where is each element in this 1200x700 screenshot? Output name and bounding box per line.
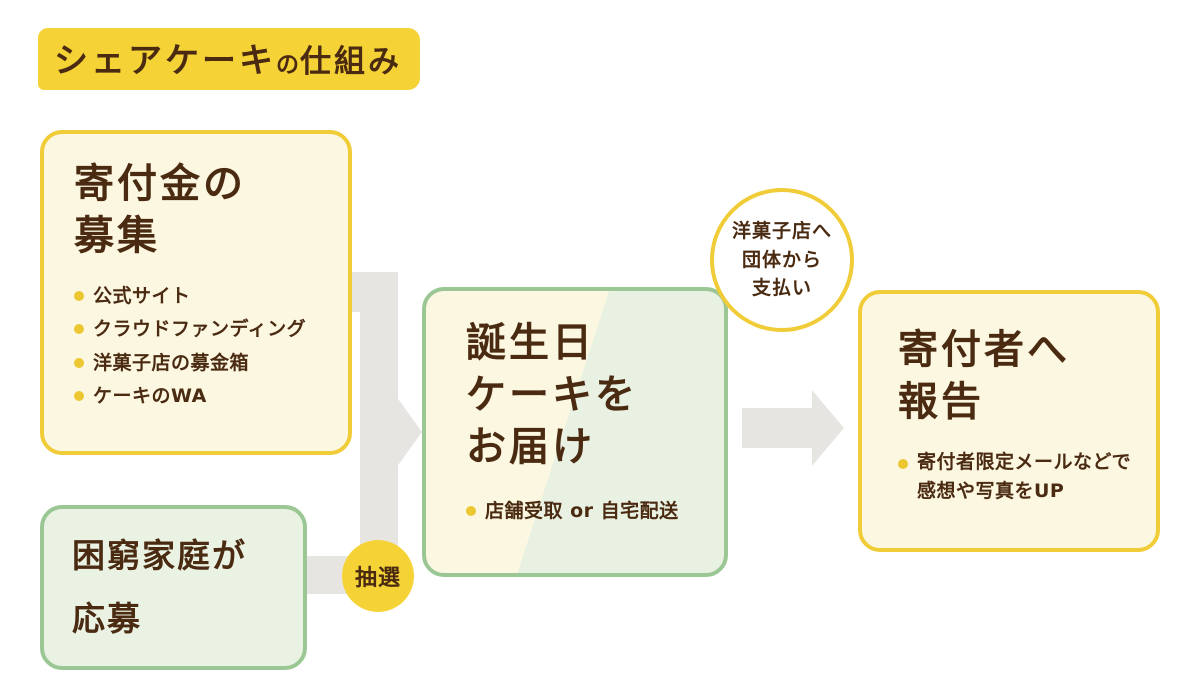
payment-badge-line3: 支払い bbox=[751, 277, 812, 300]
list-item: ケーキのWA bbox=[74, 380, 328, 413]
page-title-main: シェアケーキ bbox=[54, 41, 276, 81]
list-item: 寄付者限定メールなどで感想や写真をUP bbox=[898, 448, 1150, 507]
payment-badge: 洋菓子店へ 団体から 支払い bbox=[710, 188, 854, 332]
applicants-title-line2: 応募 bbox=[72, 598, 142, 638]
arrowhead-to-delivery-icon bbox=[396, 396, 422, 468]
delivery-title-line3: お届け bbox=[466, 424, 595, 470]
list-item: 洋菓子店の募金箱 bbox=[74, 347, 328, 380]
donation-item-label: ケーキのWA bbox=[93, 384, 207, 407]
payment-badge-line1: 洋菓子店へ bbox=[731, 220, 832, 243]
delivery-title-line2: ケーキを bbox=[466, 372, 638, 418]
payment-badge-line2: 団体から bbox=[741, 248, 822, 271]
page-title-particle: の bbox=[276, 52, 300, 78]
report-title-line2: 報告 bbox=[898, 379, 984, 425]
delivery-box-title: 誕生日 ケーキを お届け bbox=[466, 317, 724, 473]
donation-item-label: 公式サイト bbox=[93, 285, 191, 307]
delivery-bullet-list: 店舗受取 or 自宅配送 bbox=[466, 495, 724, 528]
lottery-badge: 抽選 bbox=[342, 540, 414, 612]
list-item: 店舗受取 or 自宅配送 bbox=[466, 495, 724, 528]
connector-delivery-to-report bbox=[742, 408, 814, 448]
bullet-dot-icon bbox=[74, 324, 84, 335]
delivery-title-line1: 誕生日 bbox=[466, 320, 595, 366]
page-title: シェアケーキ の 仕組み bbox=[38, 28, 420, 90]
bullet-dot-icon bbox=[74, 291, 84, 301]
bullet-dot-icon bbox=[898, 459, 908, 469]
report-title-line1: 寄付者へ bbox=[898, 327, 1070, 373]
donation-item-label: 洋菓子店の募金箱 bbox=[93, 351, 250, 374]
donation-box-title: 寄付金の 募集 bbox=[74, 158, 328, 262]
list-item: 公式サイト bbox=[74, 280, 328, 313]
list-item: クラウドファンディング bbox=[74, 313, 328, 346]
report-bullet-list: 寄付者限定メールなどで感想や写真をUP bbox=[898, 448, 1150, 507]
delivery-box: 誕生日 ケーキを お届け 店舗受取 or 自宅配送 bbox=[422, 287, 728, 577]
lottery-badge-label: 抽選 bbox=[354, 566, 401, 591]
donation-title-line1: 寄付金の bbox=[74, 161, 246, 207]
applicants-box-title: 困窮家庭が 応募 bbox=[72, 525, 303, 650]
donation-bullet-list: 公式サイト クラウドファンディング 洋菓子店の募金箱 ケーキのWA bbox=[74, 280, 328, 413]
page-title-rest: 仕組み bbox=[300, 44, 402, 80]
bullet-dot-icon bbox=[74, 390, 84, 401]
delivery-item-label: 店舗受取 or 自宅配送 bbox=[485, 500, 679, 522]
report-box-title: 寄付者へ 報告 bbox=[898, 324, 1156, 428]
donation-title-line2: 募集 bbox=[74, 213, 160, 259]
donation-item-label: クラウドファンディング bbox=[93, 318, 307, 341]
bullet-dot-icon bbox=[74, 357, 84, 368]
applicants-title-line1: 困窮家庭が bbox=[72, 536, 247, 575]
report-item-label: 寄付者限定メールなどで感想や写真をUP bbox=[917, 451, 1132, 503]
report-box: 寄付者へ 報告 寄付者限定メールなどで感想や写真をUP bbox=[858, 290, 1160, 552]
donation-box: 寄付金の 募集 公式サイト クラウドファンディング 洋菓子店の募金箱 ケーキのW… bbox=[40, 130, 352, 455]
arrowhead-to-report-icon bbox=[812, 390, 844, 466]
applicants-box: 困窮家庭が 応募 bbox=[40, 505, 307, 670]
bullet-dot-icon bbox=[466, 506, 476, 516]
